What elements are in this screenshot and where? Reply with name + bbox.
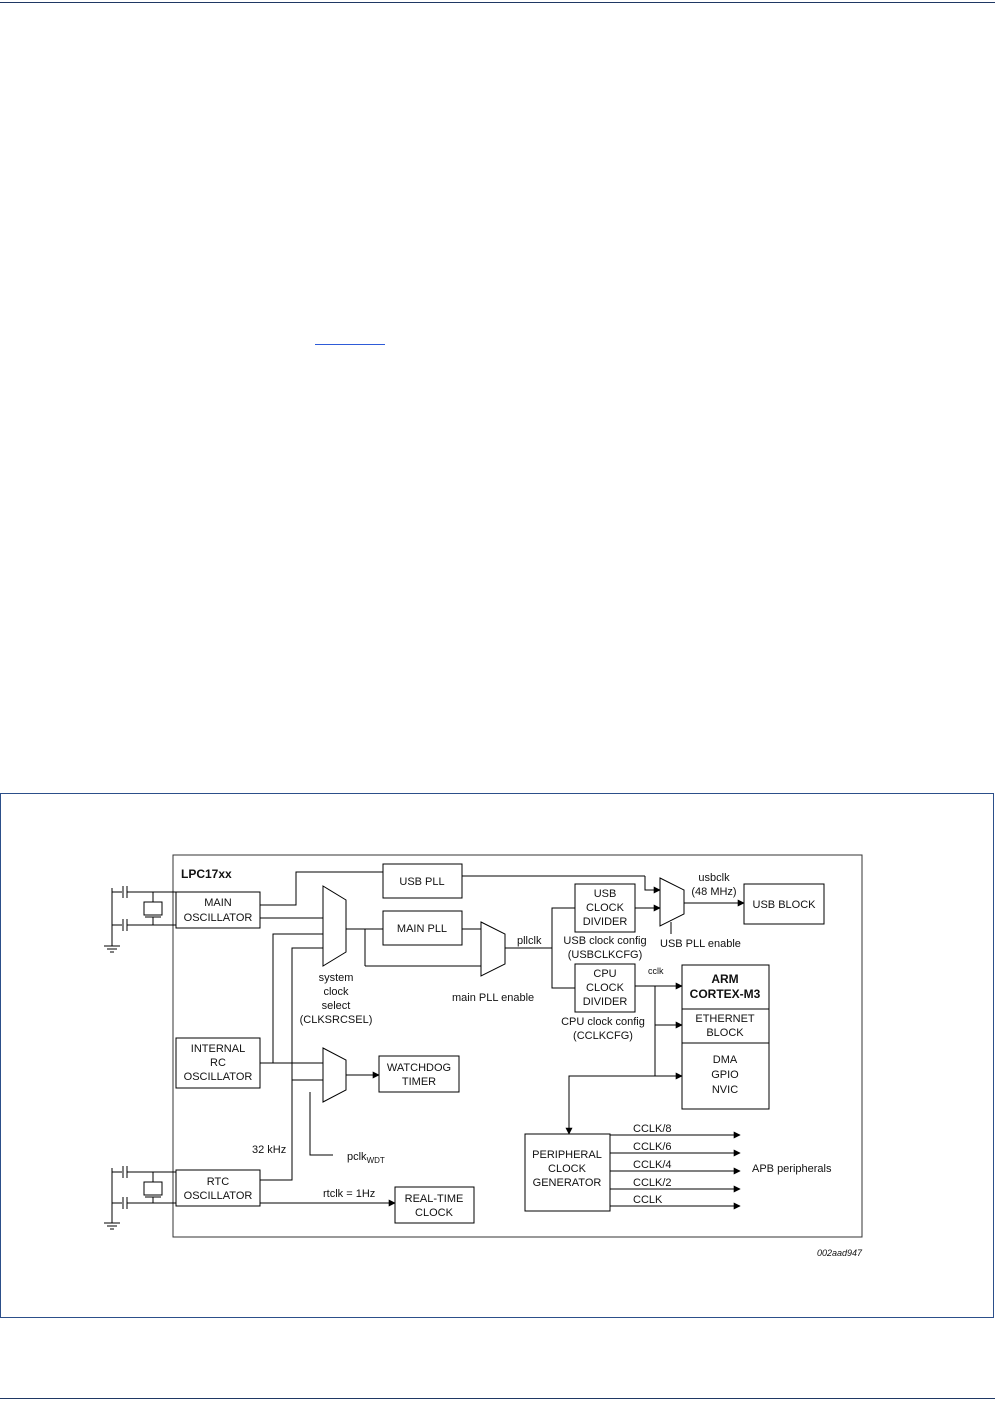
- khz32-label: 32 kHz: [252, 1144, 286, 1156]
- diagram-polyline: [644, 876, 661, 894]
- diagram-polyline: [260, 933, 323, 1064]
- diagram-tspan: pclk: [347, 1151, 367, 1163]
- cpu-config-line1: CPU clock config: [561, 1016, 645, 1028]
- dma-line2: GPIO: [711, 1069, 739, 1081]
- diagram-polyline: [309, 1092, 333, 1156]
- diagram-polyline: [565, 1075, 655, 1135]
- pcg-line1: PERIPHERAL: [532, 1149, 602, 1161]
- rtc-osc-line1: RTC: [207, 1176, 229, 1188]
- pclk-out-5: CCLK: [633, 1194, 663, 1206]
- cpu-div-line2: CLOCK: [586, 982, 625, 994]
- rtc-clk-line2: CLOCK: [415, 1207, 454, 1219]
- pclk-wdt-sub: WDT: [367, 1156, 385, 1165]
- main-crystal: [104, 886, 176, 953]
- eth-line1: ETHERNET: [695, 1013, 755, 1025]
- wdt-line1: WATCHDOG: [387, 1062, 451, 1074]
- clksel-line1: system: [319, 972, 354, 984]
- main-pll-box: [382, 910, 463, 946]
- figure-id: 002aad947: [817, 1248, 863, 1258]
- pclk-out-1: CCLK/8: [633, 1123, 672, 1135]
- dma-line1: DMA: [713, 1054, 738, 1066]
- usbclk-line1: usbclk: [698, 872, 730, 884]
- main-osc-line1: MAIN: [204, 897, 232, 909]
- diagram-rect: [143, 901, 163, 916]
- chip-outline: [172, 854, 863, 1238]
- eth-line2: BLOCK: [706, 1027, 744, 1039]
- usb-div-line3: DIVIDER: [583, 916, 628, 928]
- main-pll-label: MAIN PLL: [397, 923, 447, 935]
- usbclk-line2: (48 MHz): [691, 886, 736, 898]
- clksel-line3: select: [322, 1000, 351, 1012]
- main-pll-enable-label: main PLL enable: [452, 992, 534, 1004]
- pcg-line2: CLOCK: [548, 1163, 587, 1175]
- watchdog-mux: [322, 1047, 347, 1103]
- clksel-line2: clock: [323, 986, 349, 998]
- usb-div-line2: CLOCK: [586, 902, 625, 914]
- hyperlink-underline[interactable]: [315, 344, 385, 345]
- rc-line2: RC: [210, 1057, 226, 1069]
- cpu-div-line3: DIVIDER: [583, 996, 628, 1008]
- rc-line1: INTERNAL: [191, 1043, 245, 1055]
- usb-config-line2: (USBCLKCFG): [568, 949, 643, 961]
- rtc-oscillator-box: [175, 1169, 261, 1207]
- diagram-polyline: [260, 871, 383, 906]
- pclk-wdt-label: pclkWDT: [347, 1151, 385, 1165]
- bottom-rule: [0, 1398, 995, 1399]
- diagram-polyline: [551, 907, 575, 948]
- cclk-label: cclk: [648, 966, 664, 976]
- usb-config-line1: USB clock config: [563, 935, 646, 947]
- arm-line1: ARM: [711, 972, 738, 986]
- usb-pll-enable-mux: [659, 877, 685, 927]
- main-osc-line2: OSCILLATOR: [184, 912, 253, 924]
- pclk-out-4: CCLK/2: [633, 1177, 672, 1189]
- usb-block-label: USB BLOCK: [753, 899, 817, 911]
- diagram-rect: [143, 1181, 163, 1196]
- diagram-polyline: [551, 948, 575, 989]
- main-oscillator-box: [175, 891, 261, 929]
- wdt-line2: TIMER: [402, 1076, 436, 1088]
- arm-line2: CORTEX-M3: [690, 987, 761, 1001]
- rtc-crystal: [104, 1166, 176, 1230]
- clksel-line4: (CLKSRCSEL): [300, 1014, 373, 1026]
- dma-line3: NVIC: [712, 1084, 738, 1096]
- rtc-clk-line1: REAL-TIME: [405, 1193, 464, 1205]
- pclk-out-3: CCLK/4: [633, 1159, 672, 1171]
- cpu-div-line1: CPU: [593, 968, 616, 980]
- system-clock-mux: [322, 885, 347, 967]
- usb-pll-enable-label: USB PLL enable: [660, 938, 741, 950]
- figure-frame: [0, 793, 994, 1318]
- diagram-polyline: [260, 947, 323, 1181]
- cpu-config-line2: (CCLKCFG): [573, 1030, 633, 1042]
- usb-pll-label: USB PLL: [399, 876, 444, 888]
- top-rule: [0, 2, 995, 3]
- usb-div-line1: USB: [594, 888, 617, 900]
- rtclk-label: rtclk = 1Hz: [323, 1188, 375, 1200]
- rc-line3: OSCILLATOR: [184, 1071, 253, 1083]
- rtc-osc-line2: OSCILLATOR: [184, 1190, 253, 1202]
- apb-label: APB peripherals: [752, 1163, 832, 1175]
- usb-pll-box: [382, 863, 463, 899]
- main-pll-enable-mux: [480, 921, 506, 977]
- pllclk-label: pllclk: [517, 935, 542, 947]
- pclk-out-2: CCLK/6: [633, 1141, 672, 1153]
- pcg-line3: GENERATOR: [533, 1177, 602, 1189]
- chip-label: LPC17xx: [181, 867, 232, 881]
